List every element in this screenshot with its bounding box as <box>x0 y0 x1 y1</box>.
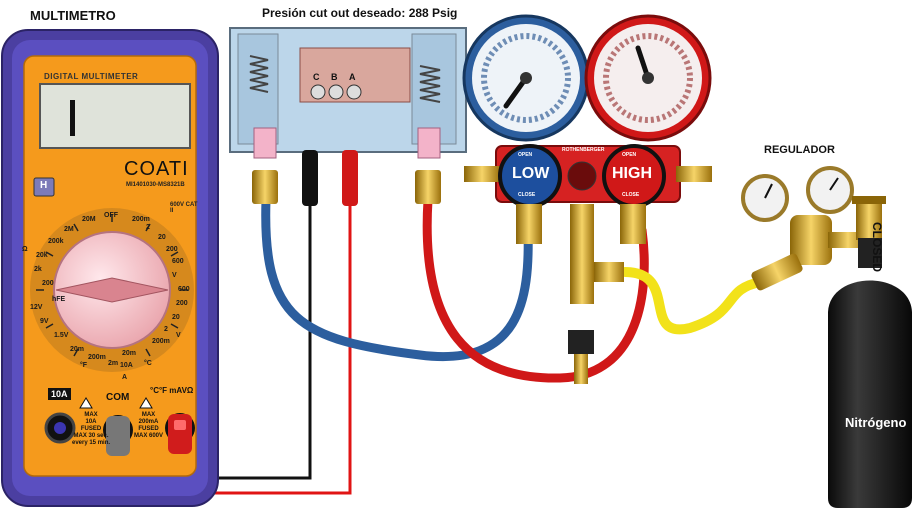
dial-range-label: 20 <box>158 234 166 241</box>
dial-range-label: 1.5V <box>54 332 69 339</box>
hold-button[interactable]: H <box>40 180 48 191</box>
high-open-label: OPEN <box>622 152 637 158</box>
dial-range-label: 200 <box>166 246 178 253</box>
dial-range-label: °C <box>144 360 152 367</box>
jack-com-label: COM <box>106 392 130 403</box>
low-pressure-gauge <box>462 14 590 142</box>
dial-range-label: 2M <box>64 226 74 233</box>
terminal-c: C <box>313 72 320 82</box>
dial-range-label: 2 <box>146 224 150 231</box>
model-number: MI1401030-MS8321B <box>126 182 185 188</box>
dial-range-label: hFE <box>52 296 66 303</box>
dial-range-label: 200m <box>132 216 150 223</box>
regulator-title: REGULADOR <box>764 144 835 156</box>
high-close-label: CLOSE <box>622 192 640 198</box>
dial-range-label: 2k <box>34 266 42 273</box>
dial-range-label: V <box>172 272 177 279</box>
dial-range-label: Ω <box>22 246 28 253</box>
lcd-value: 1 <box>66 100 67 101</box>
nitrogen-tank <box>828 238 912 508</box>
low-open-label: OPEN <box>518 152 533 158</box>
cutout-title: Presión cut out deseado: 288 Psig <box>262 6 458 20</box>
dial-range-label: 12V <box>30 304 43 311</box>
multimeter-title: MULTIMETRO <box>30 8 116 23</box>
dial-range-label: 20m <box>122 350 137 357</box>
dial-range-label: 600 <box>172 258 184 265</box>
yellow-hose <box>620 267 765 335</box>
dial-range-label: 2 <box>164 326 168 333</box>
jack-10a-label: 10A <box>48 388 71 400</box>
dial-range-label: 20m <box>70 346 85 353</box>
cat-rating: 600V CAT II <box>170 202 198 214</box>
dial-range-label: V <box>176 332 181 339</box>
dial-range-label: 200 <box>42 280 54 287</box>
multimeter <box>1 29 219 507</box>
pressure-switch <box>229 27 467 206</box>
nitrogen-label: Nitrógeno <box>845 415 907 430</box>
high-label: HIGH <box>612 165 652 182</box>
low-close-label: CLOSE <box>518 192 536 198</box>
dial-range-label: 2m <box>108 360 119 367</box>
low-label: LOW <box>512 165 550 182</box>
high-pressure-gauge <box>584 14 712 142</box>
dial-range-label: 200m <box>88 354 106 361</box>
manifold-brand: ROTHENBERGER <box>562 147 605 153</box>
lcd-display <box>39 83 191 149</box>
dial-range-label: 20M <box>82 216 96 223</box>
terminal-a: A <box>349 72 356 82</box>
dial-range-label: 200m <box>152 338 170 345</box>
valve-state-label: CLOSED <box>870 222 884 273</box>
dial-range-label: A <box>122 374 128 381</box>
dial-range-label: °F <box>80 362 88 369</box>
dial-range-label: 200k <box>48 238 64 245</box>
regulator <box>741 166 886 291</box>
dial-range-label: OFF <box>104 212 118 219</box>
dial-range-label: 10A <box>120 362 133 369</box>
jack-vohm-label: °C°F mAVΩ <box>150 386 194 395</box>
dial-range-label: 600 <box>178 286 190 293</box>
dial-range-label: 9V <box>40 318 49 325</box>
dial-range-label: 200 <box>176 300 188 307</box>
blue-hose <box>261 195 533 362</box>
red-hose <box>422 195 649 383</box>
dial-range-label: 20 <box>172 314 180 321</box>
dial-range-label: 20k <box>36 252 48 259</box>
multimeter-header: DIGITAL MULTIMETER <box>44 72 139 81</box>
terminal-b: B <box>331 72 338 82</box>
brand-logo: COATI <box>124 158 189 180</box>
manifold <box>464 144 712 384</box>
